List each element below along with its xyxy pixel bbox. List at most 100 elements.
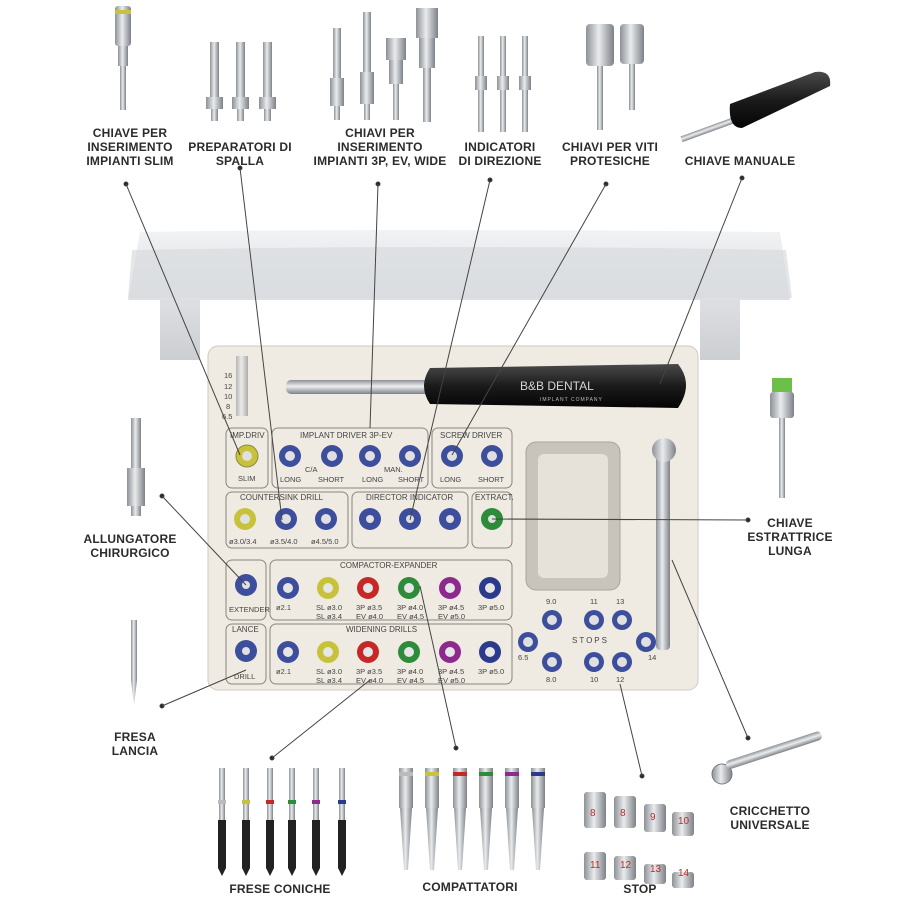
slim-key-illustration (115, 6, 131, 110)
stop-number: 13 (650, 864, 662, 875)
screw-drivers-illustration (586, 24, 644, 130)
slot-core (323, 647, 333, 657)
slot-ring (357, 641, 379, 663)
slot-label: EV ø4.5 (397, 612, 424, 621)
svg-text:16: 16 (224, 371, 232, 380)
stop-number: 8 (620, 808, 626, 819)
slot-core (283, 647, 293, 657)
compactor-head (425, 768, 439, 808)
slot-ring (357, 577, 379, 599)
drill-shank (243, 768, 249, 820)
compactor-tip (454, 808, 466, 870)
slot-label: SL ø3.0 (316, 667, 342, 676)
slot-ring (317, 641, 339, 663)
slot-label: EV ø5.0 (438, 612, 465, 621)
slot-label: 3P ø3.5 (356, 603, 382, 612)
slot-label: 3P ø4.0 (397, 603, 423, 612)
compactor-head (453, 768, 467, 808)
svg-text:ø3.5/4.0: ø3.5/4.0 (270, 537, 298, 546)
svg-text:11: 11 (590, 597, 598, 606)
slot-core (404, 583, 414, 593)
svg-text:ø4.5/5.0: ø4.5/5.0 (311, 537, 339, 546)
compactor-tip (426, 808, 438, 870)
stop-sleeve (614, 796, 636, 828)
svg-text:COUNTERSINK DRILL: COUNTERSINK DRILL (240, 493, 324, 502)
slot-ring (439, 641, 461, 663)
slot-ring (277, 577, 299, 599)
compactor-tip (480, 808, 492, 870)
drill-body (266, 820, 274, 868)
slot-label: SL ø3.0 (316, 603, 342, 612)
brand-text: B&B DENTAL (520, 379, 594, 393)
label-stop: STOP (623, 882, 657, 896)
drill-body (288, 820, 296, 868)
svg-text:9.0: 9.0 (546, 597, 556, 606)
drill-body (338, 820, 346, 868)
conical-drills-illustration (218, 768, 346, 876)
svg-text:13: 13 (616, 597, 624, 606)
slot-core (485, 647, 495, 657)
slot-ring (317, 577, 339, 599)
slot-ring (398, 641, 420, 663)
stop-sleeve (614, 856, 636, 880)
svg-text:WIDENING DRILLS: WIDENING DRILLS (346, 625, 417, 634)
svg-text:10: 10 (590, 675, 598, 684)
stop-sleeve (644, 864, 666, 884)
svg-text:SHORT: SHORT (478, 475, 505, 484)
compactor-ring (425, 772, 439, 776)
compactor-head (531, 768, 545, 808)
drill-shank (267, 768, 273, 820)
drill-tip (266, 868, 274, 876)
leader-lines (123, 165, 751, 779)
implant-driver-slots (279, 445, 421, 467)
drill-body (242, 820, 250, 868)
compactor-ring (399, 772, 413, 776)
stop-sleeve (644, 804, 666, 832)
stop-sleeve (584, 792, 606, 828)
compactors-illustration (399, 768, 545, 870)
slot-label: ø2.1 (276, 603, 291, 612)
svg-text:14: 14 (648, 653, 656, 662)
slot-ring (479, 577, 501, 599)
svg-text:C/A: C/A (305, 465, 318, 474)
label-chiave-manuale: CHIAVE MANUALE (684, 154, 796, 168)
stop-sleeve (672, 812, 694, 836)
compactor-head (399, 768, 413, 808)
slot-label: 3P ø4.0 (397, 667, 423, 676)
slot-label: SL ø3.4 (316, 676, 342, 685)
svg-text:12: 12 (224, 382, 232, 391)
stop-number: 11 (590, 860, 601, 871)
svg-text:12: 12 (616, 675, 624, 684)
svg-text:SHORT: SHORT (398, 475, 425, 484)
drill-tip (242, 868, 250, 876)
drill-tip (338, 868, 346, 876)
svg-text:LONG: LONG (440, 475, 461, 484)
slot-label: EV ø4.0 (356, 676, 383, 685)
compactor-ring (453, 772, 467, 776)
stop-number: 8 (590, 808, 596, 819)
svg-text:IMPLANT DRIVER 3P-EV: IMPLANT DRIVER 3P-EV (300, 431, 393, 440)
slot-ring (439, 577, 461, 599)
svg-text:SHORT: SHORT (318, 475, 345, 484)
slot-core (363, 647, 373, 657)
drill-ring (266, 800, 274, 804)
svg-text:SLIM: SLIM (238, 474, 256, 483)
stop-number: 10 (678, 816, 690, 827)
slot-core (445, 583, 455, 593)
slot-label: 3P ø5.0 (478, 603, 504, 612)
drill-tip (218, 868, 226, 876)
slot-core (323, 583, 333, 593)
drill-ring (312, 800, 320, 804)
slot-label: 3P ø3.5 (356, 667, 382, 676)
label-frese-coniche: FRESE CONICHE (229, 882, 331, 896)
long-extractor-illustration (770, 378, 794, 498)
svg-text:SCREW DRIVER: SCREW DRIVER (440, 431, 502, 440)
stop-sleeve (584, 852, 606, 880)
slot-label: EV ø4.0 (356, 612, 383, 621)
drill-ring (242, 800, 250, 804)
